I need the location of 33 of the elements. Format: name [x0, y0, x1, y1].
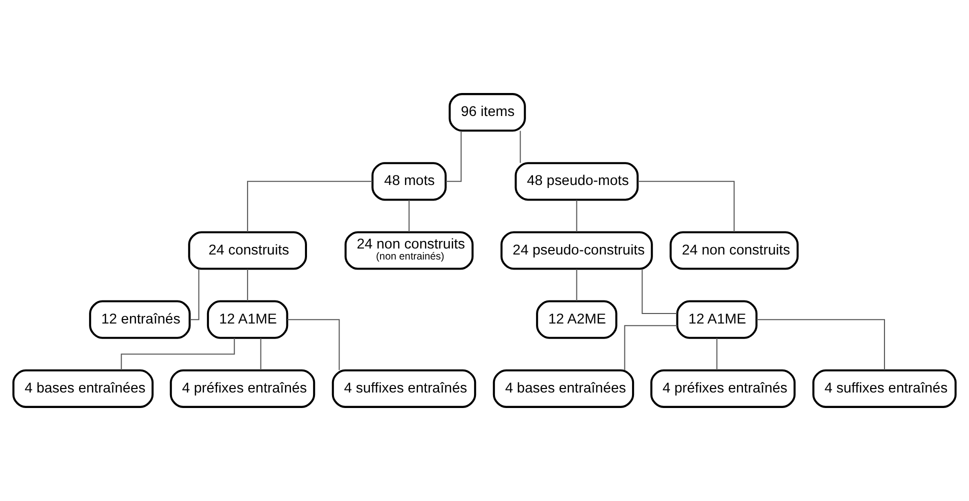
- node-box: 4 préfixes entraînés: [170, 369, 316, 408]
- connector: [247, 180, 372, 232]
- connector: [446, 130, 462, 182]
- connector: [260, 338, 262, 370]
- node-box: 24 non construits: [670, 231, 799, 270]
- node-box: 24 pseudo-construits: [500, 231, 653, 270]
- node-box: 12 A1ME: [676, 300, 758, 339]
- connector: [576, 200, 578, 232]
- node-box: 4 bases entraînées: [492, 369, 634, 408]
- connector: [756, 319, 885, 370]
- connector: [520, 130, 521, 163]
- connector: [408, 200, 410, 232]
- connector: [120, 338, 235, 370]
- node-box: 4 préfixes entraînés: [650, 369, 796, 408]
- node-box: 4 bases entraînées: [12, 369, 154, 408]
- node-box: 48 mots: [372, 162, 447, 201]
- node-box: 12 A1ME: [206, 300, 288, 339]
- node-box: 12 A2ME: [536, 300, 618, 339]
- node-box: 12 entraînés: [89, 300, 191, 339]
- connector: [638, 180, 735, 232]
- node-box: 48 pseudo-mots: [514, 162, 639, 201]
- connector: [287, 319, 340, 370]
- connector: [642, 269, 677, 314]
- node-box: 24 non construits (non entrainés): [344, 231, 474, 270]
- node-box: 4 suffixes entraînés: [332, 369, 476, 408]
- connector: [716, 338, 718, 370]
- node-box: 4 suffixes entraînés: [812, 369, 957, 408]
- connector: [247, 269, 248, 302]
- node-box: 96 items: [448, 93, 526, 132]
- connector: [576, 269, 578, 302]
- node-box: 24 construits: [188, 231, 307, 270]
- connector: [624, 325, 678, 370]
- connector: [190, 269, 200, 320]
